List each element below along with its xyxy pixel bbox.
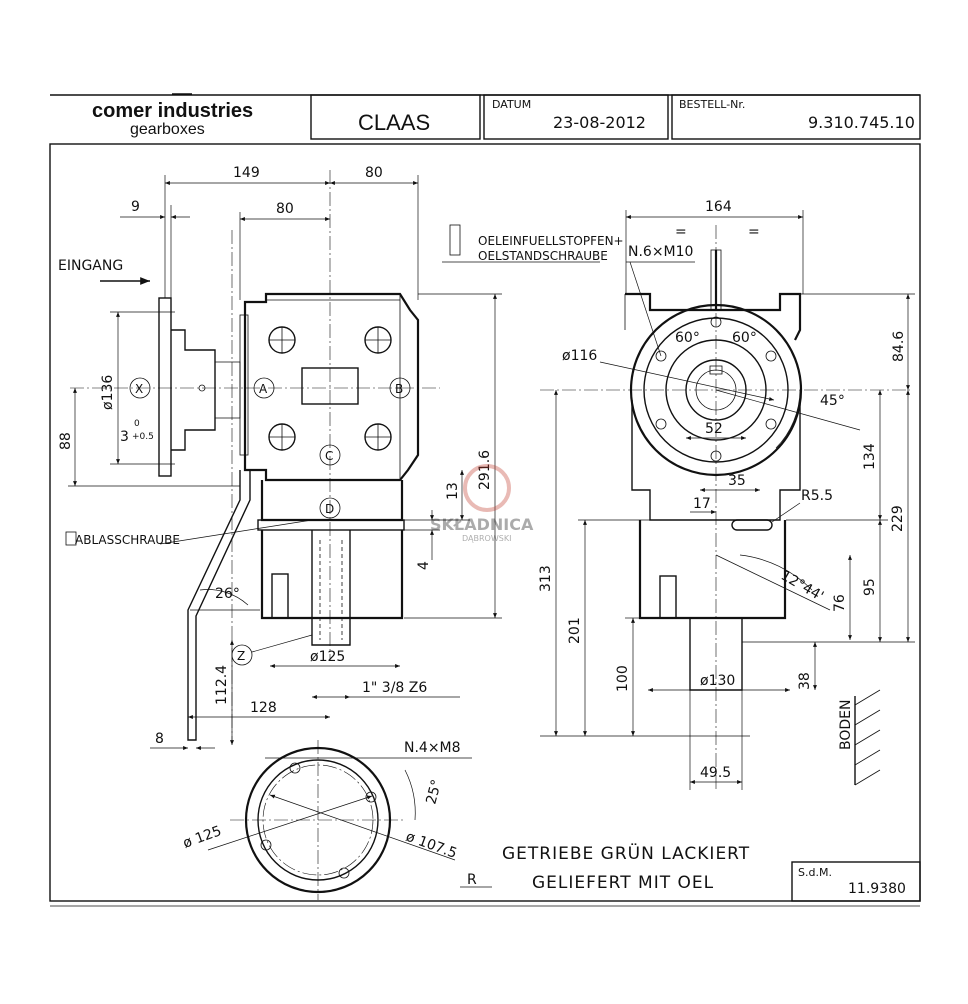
drain-plug-label: ABLASSCHRAUBE	[75, 533, 180, 547]
point-c-label: C	[325, 449, 333, 463]
dim-76: 76	[832, 594, 848, 612]
dim-n6-m10: N.6×M10	[628, 244, 693, 260]
dim-164: 164	[705, 199, 732, 215]
dim-8: 8	[155, 731, 164, 747]
boden-label: BODEN	[838, 700, 854, 750]
date-label: DATUM	[492, 98, 531, 111]
drawing-frame	[49, 143, 921, 902]
angle-25: 25°	[423, 778, 445, 806]
point-b-label: B	[395, 382, 403, 396]
dim-149: 149	[233, 165, 260, 181]
dim-r5-5: R5.5	[801, 488, 833, 504]
dim-80-mid: 80	[276, 201, 294, 217]
dim-125: ø125	[310, 649, 345, 665]
dim-84-6: 84.6	[891, 331, 907, 362]
dim-95: 95	[862, 578, 878, 596]
brand-name: comer industries	[92, 100, 253, 122]
dim-136: ø136	[100, 375, 116, 410]
title-block: comer industries gearboxes CLAAS DATUM 2…	[50, 93, 921, 140]
dim-130: ø130	[700, 673, 735, 689]
watermark-text-2: DĄBROWSKI	[462, 534, 511, 543]
point-x-label: X	[135, 382, 143, 396]
eingang-label: EINGANG	[58, 258, 123, 274]
flange-view: N.4×M8 25° ø 125 ø 107.5	[181, 740, 472, 900]
note-oil: GELIEFERT MIT OEL	[532, 873, 714, 893]
angle-60-right: 60°	[732, 330, 757, 346]
dim-13: 13	[445, 482, 461, 500]
customer-name: CLAAS	[358, 110, 430, 135]
watermark-text-1: SKŁADNICA	[430, 515, 534, 534]
angle-60-left: 60°	[675, 330, 700, 346]
dim-equal-1: =	[675, 224, 687, 240]
dim-229: 229	[890, 505, 906, 532]
dim-49-5: 49.5	[700, 765, 731, 781]
order-value: 9.310.745.10	[808, 113, 915, 132]
date-value: 23-08-2012	[553, 113, 646, 132]
ground-symbol: BODEN	[838, 689, 881, 786]
angle-45: 45°	[820, 393, 845, 409]
dim-201: 201	[567, 617, 583, 644]
point-d-label: D	[325, 502, 334, 516]
point-a-label: A	[259, 382, 268, 396]
dim-35: 35	[728, 473, 746, 489]
dim-100: 100	[615, 665, 631, 692]
sdm-label: S.d.M.	[798, 866, 832, 879]
dim-4: 4	[416, 561, 432, 570]
sdm-box: S.d.M. 11.9380	[791, 861, 921, 902]
dim-26-deg: 26°	[215, 586, 240, 602]
dim-125-flange: ø 125	[181, 823, 224, 852]
dim-3-tol-low: +0.5	[132, 432, 154, 442]
dim-88: 88	[58, 432, 74, 450]
dim-291-6: 291.6	[477, 450, 493, 490]
dim-112-4: 112.4	[214, 665, 230, 705]
dim-80-top: 80	[365, 165, 383, 181]
dim-3: 3	[120, 429, 129, 445]
sdm-value: 11.9380	[848, 881, 906, 897]
dim-107-5: ø 107.5	[404, 829, 459, 862]
dim-116: ø116	[562, 348, 597, 364]
point-z-label: Z	[237, 649, 245, 663]
dim-38: 38	[797, 672, 813, 690]
r-mark: R	[467, 872, 477, 888]
watermark: SKŁADNICA DĄBROWSKI	[430, 464, 534, 543]
dim-9: 9	[131, 199, 140, 215]
dim-thread: 1" 3/8 Z6	[362, 680, 427, 696]
oil-fill-label-2: OELSTANDSCHRAUBE	[478, 249, 608, 263]
oil-fill-label-1: OELEINFUELLSTOPFEN+	[478, 234, 624, 248]
note-paint: GETRIEBE GRÜN LACKIERT	[502, 842, 750, 864]
side-view: X A B C D Z 149 80 80 9 EINGANG ø136 3 0…	[58, 165, 502, 750]
dim-3-tol-up: 0	[134, 419, 140, 429]
front-view: 164 = = N.6×M10 60° 60° ø116 52 45° 84.6…	[442, 199, 915, 790]
dim-equal-2: =	[748, 224, 760, 240]
order-label: BESTELL-Nr.	[679, 98, 745, 111]
brand-subtitle: gearboxes	[130, 121, 205, 138]
dim-313: 313	[538, 565, 554, 592]
dim-n4-m8: N.4×M8	[404, 740, 461, 756]
dim-128: 128	[250, 700, 277, 716]
dim-52: 52	[705, 421, 723, 437]
dim-134: 134	[862, 443, 878, 470]
dim-17: 17	[693, 496, 711, 512]
